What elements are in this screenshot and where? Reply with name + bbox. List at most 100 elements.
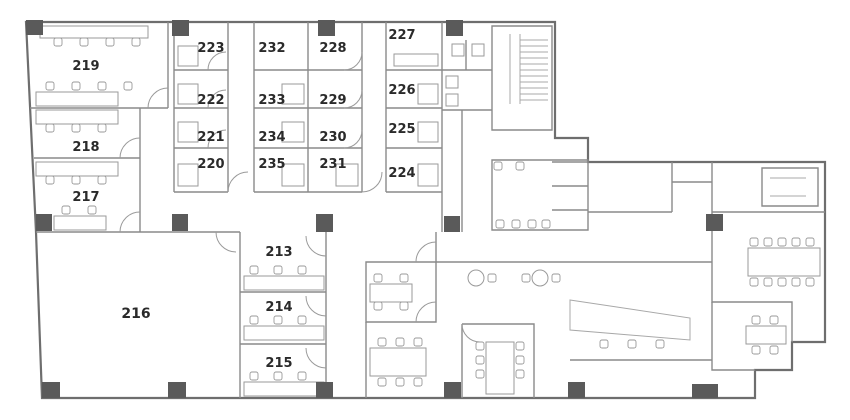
room-label-214: 214 [265,300,292,315]
chair [297,265,307,275]
chair [413,377,423,387]
chair [599,339,609,349]
room-label-225: 225 [388,122,415,137]
chair [377,377,387,387]
chair [273,371,283,381]
chair [273,315,283,325]
chair [249,265,259,275]
chair [373,301,383,311]
room-label-218: 218 [72,140,99,155]
chair [495,219,505,229]
chair [777,237,787,247]
room-label-221: 221 [197,130,224,145]
chair [373,273,383,283]
chair [399,273,409,283]
room-label-230: 230 [319,130,346,145]
office-grid [173,22,443,232]
room-label-223: 223 [197,41,224,56]
chair [769,345,779,355]
chair [527,219,537,229]
chair [521,273,531,283]
room-label-235: 235 [258,157,285,172]
chair [131,37,141,47]
chair [53,37,63,47]
room-label-222: 222 [197,93,224,108]
chair [413,337,423,347]
room-label-226: 226 [388,83,415,98]
chair [515,355,525,365]
room-label-220: 220 [197,157,224,172]
room-label-213: 213 [265,245,292,260]
right-wing [588,162,825,371]
left-wing [30,22,240,233]
chair [71,175,81,185]
central-area [365,232,712,398]
chair [515,161,525,171]
room-label-232: 232 [258,41,285,56]
chair [763,237,773,247]
chair [45,123,55,133]
chair [515,341,525,351]
chair [655,339,665,349]
room-label-233: 233 [258,93,285,108]
chair [273,265,283,275]
chair [777,277,787,287]
chair [551,273,561,283]
chair [395,377,405,387]
room-label-231: 231 [319,157,346,172]
room-labels: 219 218 217 216 223 222 221 220 232 233 … [72,28,415,371]
chair [769,315,779,325]
chair [399,301,409,311]
room-label-217: 217 [72,190,99,205]
chair [297,371,307,381]
chair [45,175,55,185]
chair [97,175,107,185]
chair [377,337,387,347]
room-label-219: 219 [72,59,99,74]
room-label-216: 216 [121,306,150,322]
chair [749,277,759,287]
chair [395,337,405,347]
chair [45,81,55,91]
room-label-224: 224 [388,166,415,181]
chair [791,237,801,247]
room-216-walls [215,231,241,398]
chair [123,81,133,91]
chair [79,37,89,47]
chair [805,277,815,287]
chair [511,219,521,229]
chair [627,339,637,349]
columns [26,20,723,398]
chair [71,123,81,133]
chair [475,341,485,351]
chair [487,273,497,283]
chair [541,219,551,229]
chair [71,81,81,91]
chair [763,277,773,287]
chair [249,315,259,325]
chair [493,161,503,171]
chair [87,205,97,215]
chairs [45,37,815,387]
chair [97,123,107,133]
chair [805,237,815,247]
room-label-234: 234 [258,130,285,145]
chair [751,315,761,325]
chair [475,355,485,365]
core-area [442,25,589,232]
chair [751,345,761,355]
chair [61,205,71,215]
chair [297,315,307,325]
chair [105,37,115,47]
room-label-229: 229 [319,93,346,108]
room-label-228: 228 [319,41,346,56]
room-label-215: 215 [265,356,292,371]
chair [475,369,485,379]
chair [749,237,759,247]
chair [97,81,107,91]
chair [515,369,525,379]
room-label-227: 227 [388,28,415,43]
offices-213-215 [240,232,327,398]
chair [249,371,259,381]
